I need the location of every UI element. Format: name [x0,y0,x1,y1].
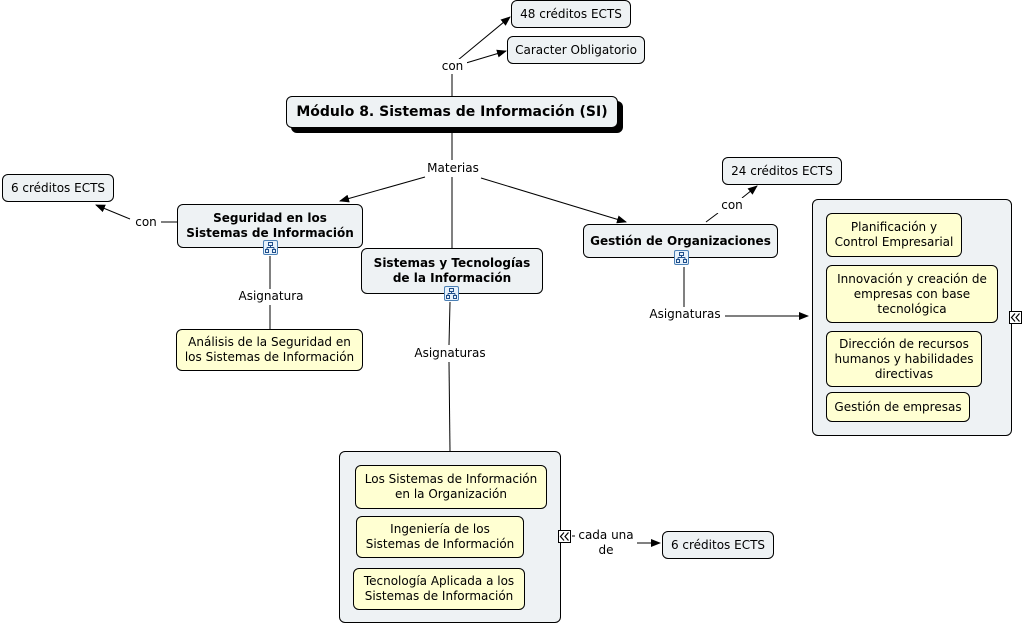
link-label-asignaturas-sistemas: Asignaturas [411,346,489,361]
subject-text: Tecnología Aplicada a los Sistemas de In… [363,574,515,603]
subject-text: Ingeniería de los Sistemas de Informació… [365,522,515,551]
collapse-icon[interactable] [1009,311,1022,324]
node-48-creditos[interactable]: 48 créditos ECTS [511,0,631,28]
main-topic-node[interactable]: Módulo 8. Sistemas de Información (SI) [286,96,618,128]
node-6-creditos-seguridad[interactable]: 6 créditos ECTS [2,174,114,202]
submap-icon[interactable] [444,286,459,301]
seguridad-title: Seguridad en los Sistemas de Información [186,211,354,240]
collapse-icon[interactable] [558,530,571,543]
link-label-con-top: con [438,59,467,74]
character-text: Caracter Obligatorio [515,42,637,57]
subject-text: Planificación y Control Empresarial [834,220,954,249]
credits-text: 6 créditos ECTS [10,180,106,195]
submap-icon[interactable] [674,250,689,265]
node-6-creditos-sistemas[interactable]: 6 créditos ECTS [662,531,774,559]
subject-sistemas-organizacion[interactable]: Los Sistemas de Información en la Organi… [355,465,547,509]
credits-text: 48 créditos ECTS [520,6,622,21]
subject-text: Innovación y creación de empresas con ba… [837,271,987,316]
subject-text: Dirección de recursos humanos y habilida… [834,336,974,381]
subject-text: Gestión de empresas [834,399,962,414]
sistemas-title: Sistemas y Tecnologías de la Información [373,256,531,285]
link-label-materias: Materias [423,161,483,176]
subject-gestion-empresas[interactable]: Gestión de empresas [826,392,970,422]
link-label-con-gestion: con [717,198,747,213]
main-topic-text: Módulo 8. Sistemas de Información (SI) [296,103,608,120]
subject-analisis-seguridad[interactable]: Análisis de la Seguridad en los Sistemas… [176,329,363,371]
link-label-con-seguridad: con [131,215,161,230]
submap-icon[interactable] [263,240,278,255]
credits-text: 24 créditos ECTS [731,163,833,178]
link-label-asignatura: Asignatura [234,289,308,304]
node-caracter-obligatorio[interactable]: Caracter Obligatorio [507,36,645,64]
subject-text: Los Sistemas de Información en la Organi… [364,472,538,501]
subject-tecnologia-aplicada[interactable]: Tecnología Aplicada a los Sistemas de In… [353,568,525,610]
subject-text: Análisis de la Seguridad en los Sistemas… [184,335,355,364]
subject-ingenieria-sistemas[interactable]: Ingeniería de los Sistemas de Informació… [356,516,524,558]
link-label-asignaturas-gestion: Asignaturas [645,307,725,322]
subject-innovacion[interactable]: Innovación y creación de empresas con ba… [826,265,998,323]
credits-text: 6 créditos ECTS [670,537,766,552]
gestion-title: Gestión de Organizaciones [590,233,771,248]
node-24-creditos[interactable]: 24 créditos ECTS [722,157,842,185]
subject-planificacion[interactable]: Planificación y Control Empresarial [826,213,962,257]
subject-direccion-rrhh[interactable]: Dirección de recursos humanos y habilida… [826,331,982,387]
link-label-cada-una-de: cada una de [575,528,637,558]
